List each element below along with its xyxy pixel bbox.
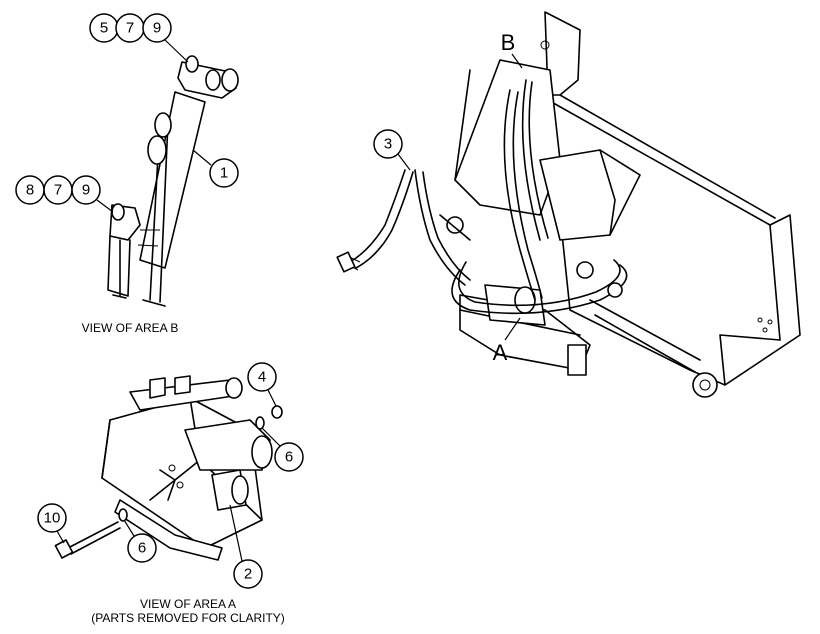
- callout-6-lower: 6: [127, 533, 157, 563]
- svg-text:7: 7: [54, 182, 62, 199]
- svg-text:8: 8: [26, 182, 34, 199]
- svg-text:9: 9: [153, 20, 161, 37]
- callout-3: 3: [373, 129, 403, 159]
- bolt-item-10-drawing: [54, 508, 128, 559]
- caption-view-area-a: VIEW OF AREA A: [140, 597, 236, 611]
- area-label-b: B: [501, 30, 516, 55]
- svg-text:5: 5: [100, 20, 108, 37]
- bolt-item-4-drawing: [271, 405, 283, 419]
- svg-text:4: 4: [258, 369, 266, 386]
- svg-text:10: 10: [44, 510, 61, 527]
- washer-item-6-drawing: [255, 416, 265, 430]
- callout-7-lower: 7: [43, 175, 73, 205]
- callout-9-lower: 9: [71, 175, 101, 205]
- caption-view-area-b: VIEW OF AREA B: [82, 321, 179, 335]
- callout-1: 1: [209, 158, 239, 188]
- caption-parts-removed: (PARTS REMOVED FOR CLARITY): [91, 611, 285, 625]
- callout-10: 10: [37, 503, 67, 533]
- svg-text:7: 7: [126, 20, 134, 37]
- main-assembly-drawing: [439, 11, 801, 398]
- svg-text:2: 2: [244, 566, 252, 583]
- hose-item-3-drawing: [336, 169, 471, 286]
- callout-4: 4: [247, 362, 277, 392]
- svg-text:1: 1: [220, 165, 228, 182]
- callout-5: 5: [89, 13, 119, 43]
- svg-text:3: 3: [384, 136, 392, 153]
- svg-text:6: 6: [285, 449, 293, 466]
- svg-text:6: 6: [138, 540, 146, 557]
- view-area-b-drawing: [107, 55, 239, 307]
- callout-7: 7: [115, 13, 145, 43]
- view-area-a-drawing: [101, 375, 273, 561]
- svg-text:9: 9: [82, 182, 90, 199]
- callout-6-upper: 6: [274, 442, 304, 472]
- area-label-a: A: [493, 340, 508, 365]
- callout-9: 9: [142, 13, 172, 43]
- callout-8: 8: [15, 175, 45, 205]
- callout-2: 2: [233, 559, 263, 589]
